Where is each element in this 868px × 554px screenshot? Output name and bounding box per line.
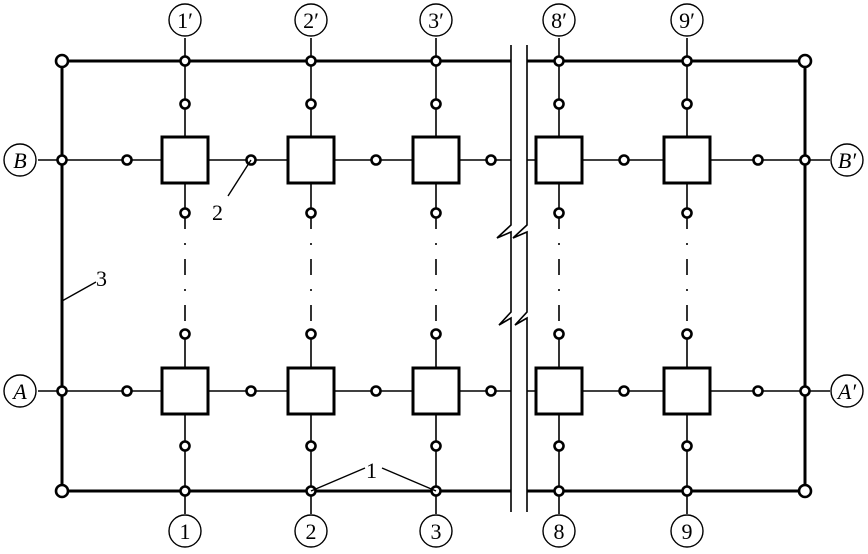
column-b9 <box>662 135 712 185</box>
axis-label-bottom-8: 8 <box>554 519 565 544</box>
callout-3: 3 <box>96 266 107 291</box>
column-a3 <box>411 366 461 416</box>
column-b2 <box>286 135 336 185</box>
callout-1: 1 <box>366 458 377 483</box>
axis-label-top-2: 2′ <box>303 8 319 33</box>
axis-label-bottom-9: 9 <box>682 519 693 544</box>
column-a9 <box>662 366 712 416</box>
axis-label-top-8: 8′ <box>551 8 567 33</box>
break-symbol <box>496 45 528 512</box>
axis-label-right-b: B′ <box>838 148 857 173</box>
column-footprints <box>160 135 712 416</box>
column-a1 <box>160 366 210 416</box>
axis-label-bottom-1: 1 <box>180 519 191 544</box>
column-b3 <box>411 135 461 185</box>
outer-frame <box>60 59 807 493</box>
column-a8 <box>534 366 584 416</box>
axis-label-top-1: 1′ <box>177 8 193 33</box>
axis-label-left-b: B <box>13 148 26 173</box>
axis-label-bottom-3: 3 <box>431 519 442 544</box>
axis-lines-horizontal <box>38 159 830 392</box>
column-b1 <box>160 135 210 185</box>
axis-stakes <box>56 55 811 497</box>
column-b8 <box>534 135 584 185</box>
axis-label-bottom-2: 2 <box>306 519 317 544</box>
right-axis-bubbles: B′ A′ <box>830 143 864 408</box>
column-a2 <box>286 366 336 416</box>
callout-2: 2 <box>212 200 223 225</box>
axis-label-top-9: 9′ <box>679 8 695 33</box>
callouts: 2 3 1 <box>61 159 437 492</box>
axis-label-left-a: A <box>11 379 27 404</box>
axis-label-top-3: 3′ <box>428 8 444 33</box>
frame-corner-stakes <box>54 53 813 499</box>
axis-label-right-a: A′ <box>836 379 857 404</box>
bottom-axis-bubbles: 1 2 3 8 9 <box>168 514 704 548</box>
left-axis-bubbles: B A <box>3 143 37 408</box>
top-axis-bubbles: 1′ 2′ 3′ 8′ 9′ <box>168 3 704 37</box>
